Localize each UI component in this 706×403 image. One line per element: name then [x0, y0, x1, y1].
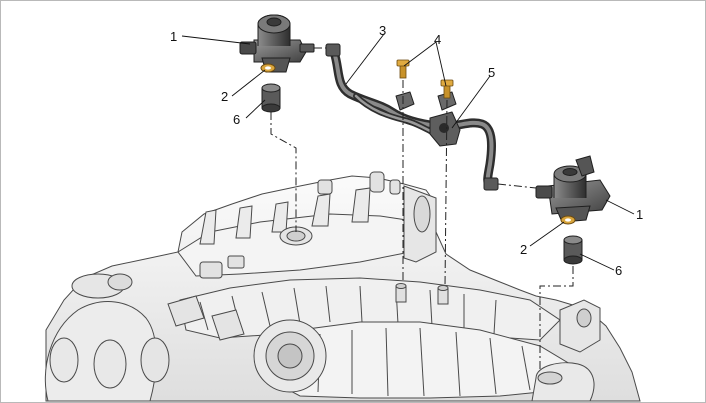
callout-3: 3: [379, 23, 387, 38]
callout-6-right: 6: [615, 263, 623, 278]
callout-2-left: 2: [221, 89, 229, 104]
engine-block: [44, 171, 641, 402]
bolt-right: [440, 79, 454, 99]
bolt-left: [396, 59, 410, 79]
leader-lines: [181, 33, 635, 271]
callout-1-right: 1: [636, 207, 644, 222]
callout-5: 5: [488, 65, 496, 80]
roller-tappet-left: [261, 83, 281, 113]
high-pressure-pump-left: [239, 14, 315, 73]
fuel-line-assembly: [325, 43, 499, 191]
high-pressure-pump-right: [535, 155, 611, 223]
callout-1-left: 1: [170, 29, 178, 44]
roller-tappet-right: [563, 235, 583, 265]
assembly-lines: [270, 47, 574, 372]
callout-6-left: 6: [233, 112, 241, 127]
o-ring-left: [260, 63, 276, 73]
callout-4: 4: [434, 32, 442, 47]
o-ring-right: [560, 215, 576, 225]
callout-2-right: 2: [520, 242, 528, 257]
